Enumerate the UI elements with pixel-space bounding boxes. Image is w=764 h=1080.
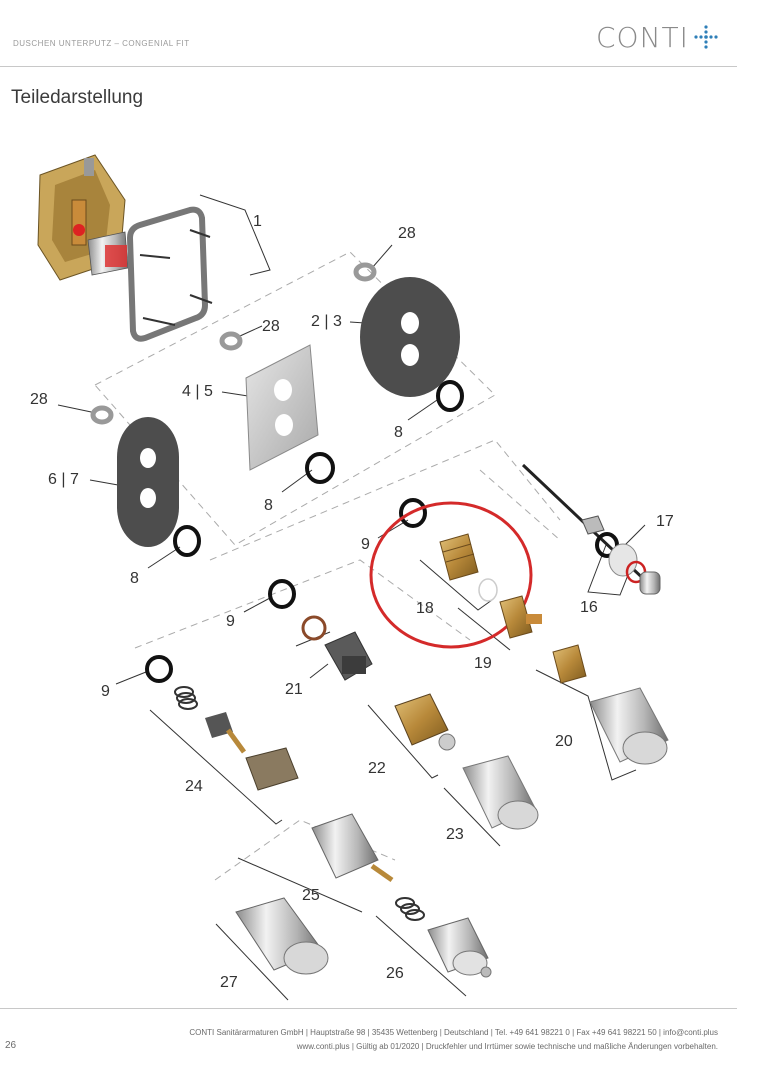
page-number: 26: [5, 1040, 17, 1051]
logo-text: CONTI: [596, 20, 689, 54]
footer-company-info: CONTI Sanitärarmaturen GmbH | Hauptstraß…: [189, 1028, 718, 1037]
footer-disclaimer: www.conti.plus | Gültig ab 01/2020 | Dru…: [296, 1042, 718, 1051]
cartridge-19: [499, 595, 542, 639]
actuator-rod-17: [521, 463, 661, 595]
callout-20: 20: [555, 733, 573, 750]
callout-28: 28: [30, 391, 48, 408]
section-title: Teiledarstellung: [11, 87, 144, 108]
square-rosette: [245, 344, 319, 471]
seal-ring: [301, 615, 327, 641]
mounting-frame: [126, 206, 213, 342]
callout-23: 23: [446, 826, 464, 843]
callout-1: 1: [253, 213, 262, 230]
diverter-cartridge-18: [439, 533, 498, 602]
washer-28: [90, 262, 377, 425]
handle-20: [552, 644, 669, 765]
callout-16: 16: [580, 599, 598, 616]
callout-8: 8: [264, 497, 273, 514]
callout-19: 19: [474, 655, 492, 672]
callout-9: 9: [226, 613, 235, 630]
mixing-unit-25: [311, 813, 425, 921]
header-label: DUSCHEN UNTERPUTZ – CONGENIAL FIT: [13, 39, 190, 48]
header-divider: [0, 66, 737, 67]
handle-23: [462, 755, 539, 830]
callout-6-7: 6 | 7: [48, 471, 79, 488]
handle-26: [427, 917, 492, 978]
callout-25: 25: [302, 887, 320, 904]
callout-28: 28: [398, 225, 416, 242]
thermostat-element-24: [174, 686, 299, 791]
callout-9: 9: [361, 536, 370, 553]
callout-4-5: 4 | 5: [182, 383, 213, 400]
callout-2-3: 2 | 3: [311, 313, 342, 330]
callout-26: 26: [386, 965, 404, 982]
handle-27: [235, 897, 329, 975]
callout-28: 28: [262, 318, 280, 335]
callout-17: 17: [656, 513, 674, 530]
o-rings: [145, 380, 464, 683]
oval-rosette: [117, 417, 179, 547]
highlight-circle: [369, 501, 533, 649]
callout-22: 22: [368, 760, 386, 777]
callout-8: 8: [130, 570, 139, 587]
cartridge-21: [324, 631, 373, 681]
callout-18: 18: [416, 600, 434, 617]
callout-24: 24: [185, 778, 203, 795]
concealed-body: [37, 154, 129, 281]
callout-21: 21: [285, 681, 303, 698]
thermostat-cartridge-22: [394, 693, 456, 751]
conti-logo: CONTI: [596, 20, 719, 54]
logo-plus-icon: [694, 25, 718, 49]
callout-27: 27: [220, 974, 238, 991]
round-rosette: [360, 277, 460, 397]
footer-divider: [0, 1008, 737, 1009]
leader-lines: [57, 194, 646, 1001]
callout-8: 8: [394, 424, 403, 441]
callout-9: 9: [101, 683, 110, 700]
